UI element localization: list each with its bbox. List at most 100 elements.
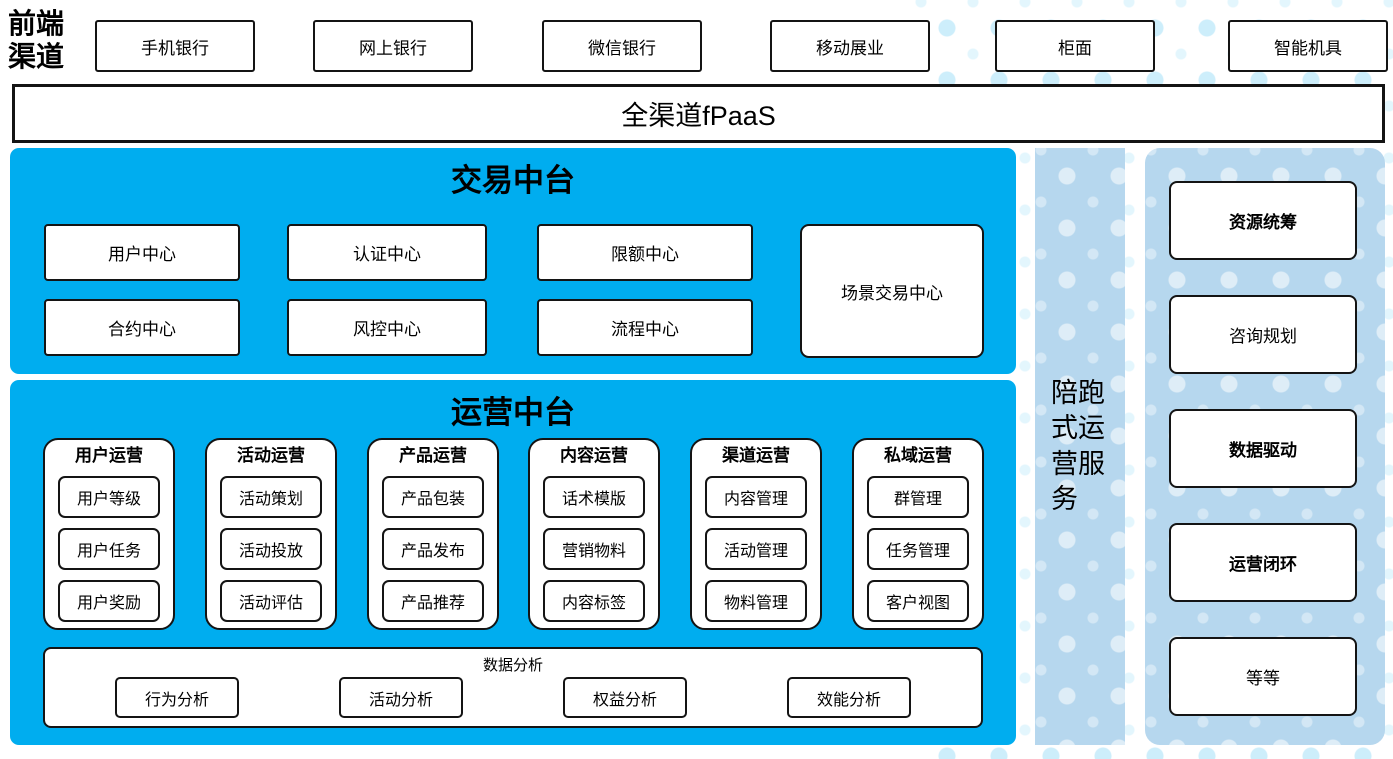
ops-item-label: 营销物料 [561, 543, 626, 561]
trade-platform-title: 交易中台 [451, 163, 575, 198]
ops-column-channel: 渠道运营 内容管理 活动管理 物料管理 [690, 438, 822, 630]
ops-column-private-domain: 私域运营 群管理 任务管理 客户视图 [852, 438, 984, 630]
center-label: 合约中心 [108, 320, 176, 339]
ops-item: 用户奖励 [58, 580, 160, 623]
channel-label: 手机银行 [141, 38, 209, 58]
data-analysis-row: 行为分析 活动分析 权益分析 效能分析 [45, 675, 981, 726]
ops-item-label: 物料管理 [723, 595, 788, 613]
ops-item: 产品发布 [382, 528, 484, 571]
center-box-scene-trade: 场景交易中心 [800, 224, 984, 358]
ops-column-title: 产品运营 [399, 446, 467, 465]
analysis-label: 效能分析 [816, 691, 881, 709]
ops-item: 产品包装 [382, 476, 484, 519]
service-label: 等等 [1246, 669, 1280, 688]
center-label: 场景交易中心 [841, 283, 943, 303]
ops-item: 物料管理 [705, 580, 807, 623]
fpaas-bar: 全渠道fPaaS [12, 84, 1385, 143]
analysis-label: 行为分析 [144, 691, 209, 709]
ops-column-title: 用户运营 [75, 446, 143, 465]
center-label: 风控中心 [353, 320, 421, 339]
ops-item: 任务管理 [867, 528, 969, 571]
ops-column-content: 内容运营 话术模版 营销物料 内容标签 [528, 438, 660, 630]
channel-label: 微信银行 [588, 38, 656, 58]
channel-box-online-banking: 网上银行 [313, 20, 473, 72]
analysis-box-behavior: 行为分析 [115, 677, 239, 718]
ops-item-label: 用户等级 [76, 491, 141, 509]
ops-item-label: 活动投放 [238, 543, 303, 561]
service-label: 数据驱动 [1229, 441, 1297, 460]
service-box-etc: 等等 [1169, 637, 1357, 716]
data-analysis-title: 数据分析 [482, 657, 543, 674]
side-service-bar: 陪跑式运营服务 [1035, 148, 1125, 745]
ops-item-label: 内容标签 [561, 595, 626, 613]
ops-item: 群管理 [867, 476, 969, 519]
ops-item-label: 产品推荐 [400, 595, 465, 613]
channel-box-wechat-banking: 微信银行 [542, 20, 702, 72]
channel-box-mobile-sales: 移动展业 [770, 20, 930, 72]
analysis-box-efficiency: 效能分析 [787, 677, 911, 718]
service-label: 咨询规划 [1229, 327, 1297, 346]
channel-label: 移动展业 [816, 38, 884, 58]
ops-item-label: 用户奖励 [76, 595, 141, 613]
fpaas-label: 全渠道fPaaS [621, 101, 776, 131]
ops-platform-title: 运营中台 [451, 395, 575, 430]
center-box-auth: 认证中心 [287, 224, 487, 281]
ops-item: 活动评估 [220, 580, 322, 623]
data-analysis-container: 数据分析 行为分析 活动分析 权益分析 效能分析 [43, 647, 983, 728]
analysis-label: 权益分析 [592, 691, 657, 709]
channel-label: 智能机具 [1274, 38, 1342, 58]
front-channels-label: 前端渠道 [8, 9, 65, 74]
center-box-user: 用户中心 [44, 224, 240, 281]
ops-item-label: 产品包装 [400, 491, 465, 509]
channel-label: 柜面 [1058, 38, 1092, 58]
ops-item: 话术模版 [543, 476, 645, 519]
ops-column-product: 产品运营 产品包装 产品发布 产品推荐 [367, 438, 499, 630]
service-box-ops-loop: 运营闭环 [1169, 523, 1357, 602]
center-label: 限额中心 [611, 245, 679, 264]
channel-box-smart-devices: 智能机具 [1228, 20, 1388, 72]
ops-column-title: 渠道运营 [722, 446, 790, 465]
ops-item-label: 任务管理 [885, 543, 950, 561]
ops-item: 产品推荐 [382, 580, 484, 623]
ops-item: 活动投放 [220, 528, 322, 571]
ops-column-activity: 活动运营 活动策划 活动投放 活动评估 [205, 438, 337, 630]
ops-item-label: 活动策划 [238, 491, 303, 509]
ops-item-label: 内容管理 [723, 491, 788, 509]
ops-item-label: 用户任务 [76, 543, 141, 561]
right-service-panel: 资源统筹 咨询规划 数据驱动 运营闭环 等等 [1145, 148, 1385, 745]
ops-item: 用户任务 [58, 528, 160, 571]
channel-box-counter: 柜面 [995, 20, 1155, 72]
ops-item-label: 活动管理 [723, 543, 788, 561]
channel-label: 网上银行 [359, 38, 427, 58]
center-label: 用户中心 [108, 245, 176, 264]
ops-item-label: 产品发布 [400, 543, 465, 561]
service-label: 运营闭环 [1229, 555, 1297, 574]
trade-platform-panel: 交易中台 用户中心 认证中心 限额中心 合约中心 风控中心 流程中心 场景交易中… [10, 148, 1016, 374]
ops-column-title: 活动运营 [237, 446, 305, 465]
center-box-contract: 合约中心 [44, 299, 240, 356]
ops-item-label: 活动评估 [238, 595, 303, 613]
center-box-limit: 限额中心 [537, 224, 753, 281]
ops-item: 内容标签 [543, 580, 645, 623]
ops-item: 客户视图 [867, 580, 969, 623]
center-label: 流程中心 [611, 320, 679, 339]
ops-item: 用户等级 [58, 476, 160, 519]
channel-box-mobile-banking: 手机银行 [95, 20, 255, 72]
ops-item: 内容管理 [705, 476, 807, 519]
ops-item: 活动管理 [705, 528, 807, 571]
center-label: 认证中心 [353, 245, 421, 264]
service-box-consulting: 咨询规划 [1169, 295, 1357, 374]
analysis-label: 活动分析 [368, 691, 433, 709]
analysis-box-activity: 活动分析 [339, 677, 463, 718]
center-box-process: 流程中心 [537, 299, 753, 356]
service-box-resource-planning: 资源统筹 [1169, 181, 1357, 260]
ops-item-label: 群管理 [893, 491, 942, 509]
service-box-data-driven: 数据驱动 [1169, 409, 1357, 488]
service-label: 资源统筹 [1229, 213, 1297, 232]
ops-column-title: 私域运营 [884, 446, 952, 465]
ops-item-label: 话术模版 [561, 491, 626, 509]
ops-item: 活动策划 [220, 476, 322, 519]
ops-item: 营销物料 [543, 528, 645, 571]
center-box-risk: 风控中心 [287, 299, 487, 356]
ops-column-user: 用户运营 用户等级 用户任务 用户奖励 [43, 438, 175, 630]
